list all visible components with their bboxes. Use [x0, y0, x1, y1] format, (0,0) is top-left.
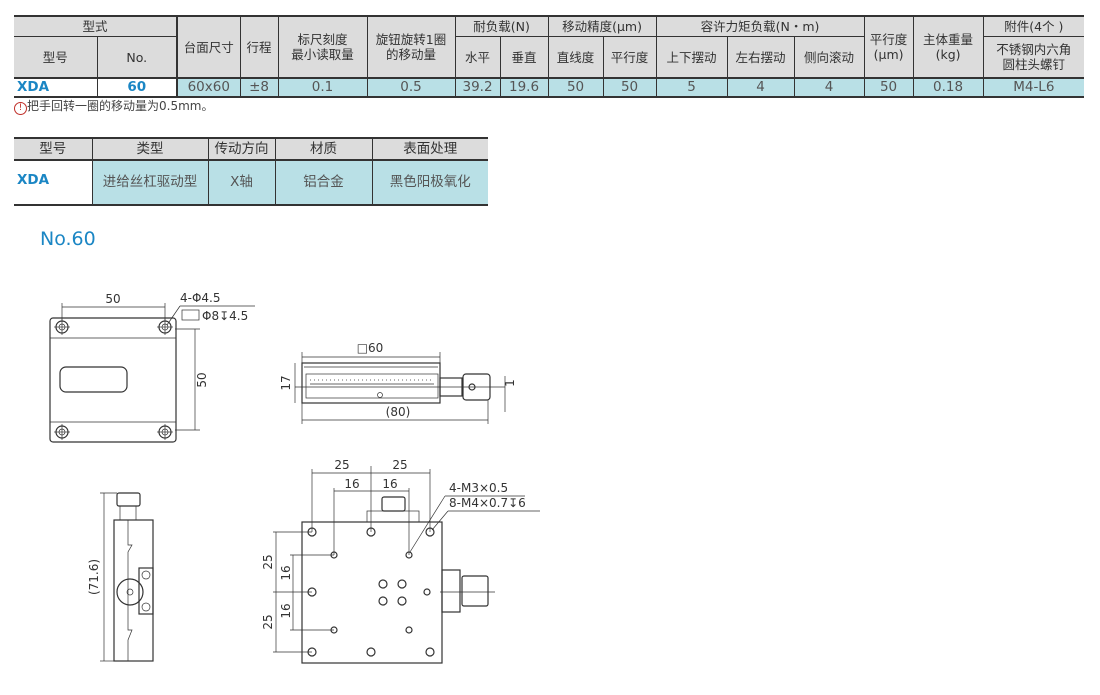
header-accessory: 附件(4个 ): [982, 16, 1085, 37]
cell-parallelism: 50: [863, 77, 914, 97]
header-accuracy: 移动精度(μm): [547, 16, 657, 37]
cell-scale-min: 0.1: [277, 77, 368, 97]
footnote: !把手回转一圈的移动量为0.5mm。: [14, 97, 213, 115]
header-load: 耐负载(N): [454, 16, 549, 37]
dim-bottom-v25b: 25: [261, 614, 275, 629]
dim-side-offset: 1: [503, 379, 517, 387]
dim-tap-spec2: 8-M4×0.7↧6: [449, 496, 526, 510]
header-model-type: 型式: [14, 16, 178, 37]
type-cell-surface: 黑色阳极氧化: [371, 160, 488, 205]
dim-side-height: 17: [279, 375, 293, 390]
header-weight: 主体重量 (kg): [912, 16, 984, 79]
header-moment: 容许力矩负载(N・m): [655, 16, 865, 37]
cell-no: 60: [96, 77, 178, 97]
type-header-model: 型号: [14, 138, 93, 161]
cell-straightness: 50: [547, 77, 604, 97]
dim-hole-spec2: Φ8↧4.5: [202, 309, 248, 323]
header-horizontal: 水平: [454, 36, 501, 78]
side-view-drawing: □60 17 (80) 1: [279, 341, 517, 424]
spec-table: 型式 台面尺寸 行程 标尺刻度 最小读取量 旋钮旋转1圈 的移动量 耐负载(N)…: [14, 15, 1085, 98]
header-no: No.: [96, 36, 178, 78]
dim-top-width: 50: [105, 292, 120, 306]
drawing-title: No.60: [40, 228, 96, 250]
footnote-text: 把手回转一圈的移动量为0.5mm。: [27, 99, 214, 113]
type-cell-model: XDA: [14, 160, 93, 205]
dim-top-height: 50: [195, 372, 209, 387]
cell-vertical: 19.6: [499, 77, 549, 97]
warning-icon: !: [14, 102, 27, 115]
dim-tap-spec1: 4-M3×0.5: [449, 481, 508, 495]
header-model: 型号: [14, 36, 98, 78]
cell-yaw: 4: [726, 77, 795, 97]
header-yaw: 左右摆动: [726, 36, 795, 78]
dim-bottom-v25a: 25: [261, 554, 275, 569]
cell-weight: 0.18: [912, 77, 984, 97]
dim-bottom-v16a: 16: [279, 565, 293, 580]
type-cell-material: 铝合金: [274, 160, 373, 205]
mount-hole-icons: [54, 319, 173, 440]
header-parallelism-acc: 平行度: [602, 36, 657, 78]
cell-model: XDA: [14, 77, 98, 97]
header-table-size: 台面尺寸: [176, 16, 241, 79]
type-header-direction: 传动方向: [207, 138, 276, 161]
type-header-type: 类型: [91, 138, 209, 161]
cell-roll: 4: [793, 77, 865, 97]
type-cell-type: 进给丝杠驱动型: [91, 160, 209, 205]
type-header-surface: 表面处理: [371, 138, 488, 161]
cell-screw: M4-L6: [982, 77, 1085, 97]
type-header-material: 材质: [274, 138, 373, 161]
header-roll: 侧向滚动: [793, 36, 865, 78]
header-straightness: 直线度: [547, 36, 604, 78]
dim-bottom-16b: 16: [382, 477, 397, 491]
type-table: 型号 类型 传动方向 材质 表面处理 XDA 进给丝杠驱动型 X轴 铝合金 黑色…: [14, 137, 488, 206]
cell-parallelism-acc: 50: [602, 77, 657, 97]
header-knob-travel: 旋钮旋转1圈 的移动量: [366, 16, 456, 79]
top-view-drawing: 50 50 4-Φ4.5 Φ8↧4.5: [49, 291, 255, 443]
dim-bottom-25b: 25: [392, 458, 407, 472]
header-parallelism: 平行度 (μm): [863, 16, 914, 79]
header-stroke: 行程: [239, 16, 279, 79]
cell-pitch: 5: [655, 77, 728, 97]
header-pitch: 上下摆动: [655, 36, 728, 78]
cell-horizontal: 39.2: [454, 77, 501, 97]
dim-bottom-v16b: 16: [279, 603, 293, 618]
bottom-view-drawing: 25 25 16 16 25 16 16 25 4-M3×0.5 8-M4×0.…: [261, 458, 540, 664]
table-row: XDA 进给丝杠驱动型 X轴 铝合金 黑色阳极氧化: [14, 160, 488, 205]
type-cell-direction: X轴: [207, 160, 276, 205]
header-scale-min: 标尺刻度 最小读取量: [277, 16, 368, 79]
header-screw: 不锈钢内六角 圆柱头螺钉: [982, 36, 1085, 78]
table-row: XDA 60 60x60 ±8 0.1 0.5 39.2 19.6 50 50 …: [14, 77, 1085, 97]
tapped-hole-icons: [307, 527, 435, 657]
end-view-drawing: (71.6): [87, 492, 154, 662]
header-vertical: 垂直: [499, 36, 549, 78]
dim-side-total: (80): [386, 405, 411, 419]
dim-side-width: □60: [357, 341, 384, 355]
dim-bottom-16a: 16: [344, 477, 359, 491]
dim-hole-spec1: 4-Φ4.5: [180, 291, 221, 305]
dim-end-height: (71.6): [87, 559, 101, 595]
cell-table-size: 60x60: [176, 77, 241, 97]
dim-bottom-25a: 25: [334, 458, 349, 472]
cell-stroke: ±8: [239, 77, 279, 97]
